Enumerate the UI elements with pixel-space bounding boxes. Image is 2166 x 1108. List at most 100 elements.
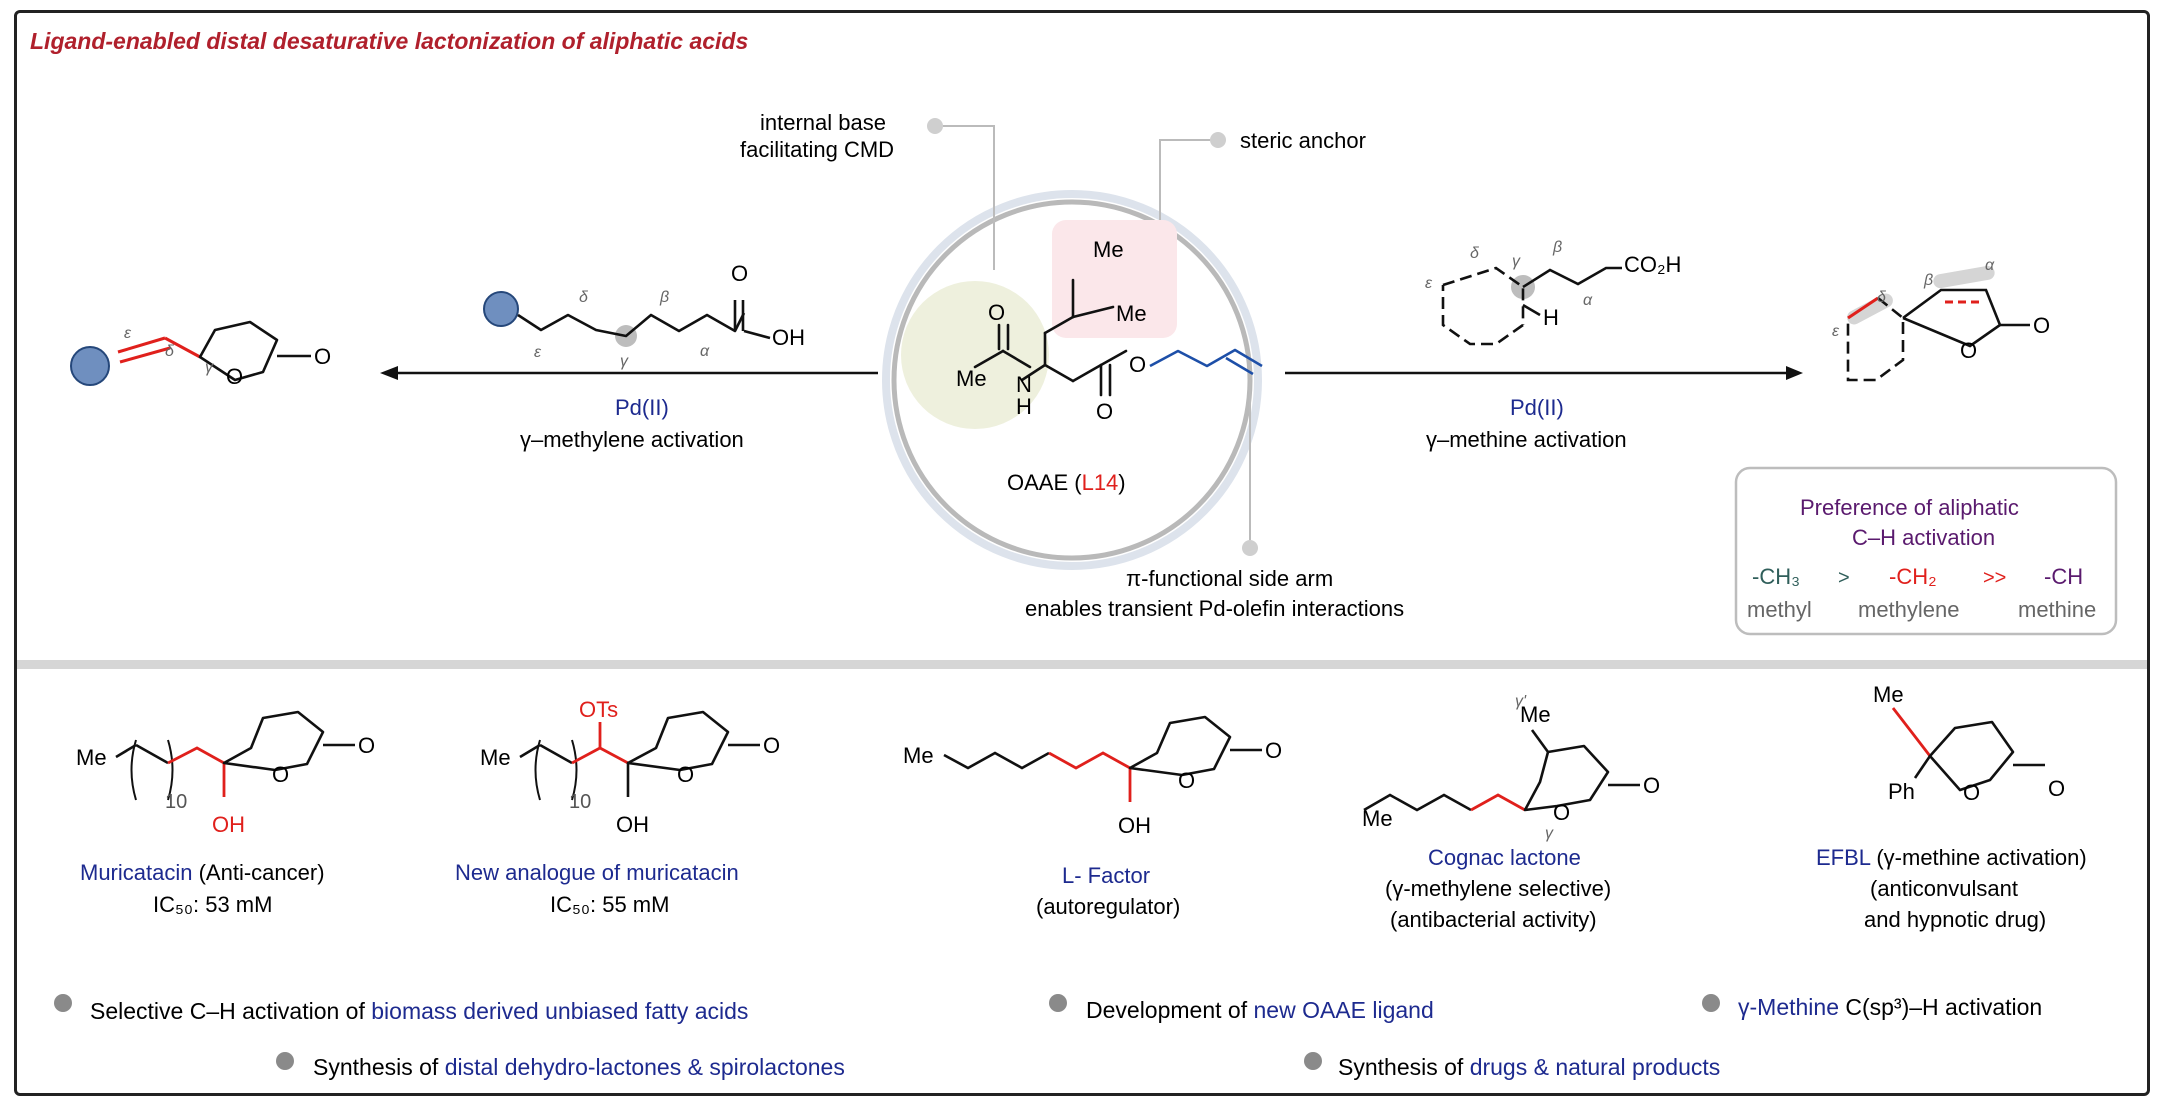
p4-o-ring: O	[1553, 800, 1570, 825]
greek-beta: β	[659, 289, 669, 306]
p3-o-carbonyl: O	[1265, 738, 1282, 763]
amide-n-label: N	[1016, 372, 1032, 397]
p3-o-ring: O	[1178, 768, 1195, 793]
p4-me: Me	[1520, 702, 1551, 727]
left-condition: γ–methylene activation	[520, 427, 744, 452]
chain-alpha: α	[1583, 292, 1593, 309]
callout-dot-arm	[1242, 540, 1258, 556]
acid-o-label: O	[731, 261, 748, 286]
ester-o-link: O	[1129, 352, 1146, 377]
p4-o-carbonyl: O	[1643, 773, 1660, 798]
prod-gamma: γ	[205, 359, 214, 376]
ligand-me-acetyl: Me	[956, 366, 987, 391]
p2-sub: 10	[569, 791, 591, 813]
left-reaction: Pd(II) γ–methylene activation O OH ε δ γ…	[70, 261, 878, 452]
highlight-3: γ-Methine C(sp³)–H activation	[1738, 994, 2042, 1020]
pref-op-2: >>	[1983, 567, 2006, 589]
p5-note-1: (anticonvulsant	[1870, 876, 2018, 901]
highlight-4: Synthesis of distal dehydro-lactones & s…	[313, 1054, 845, 1080]
p3-note: (autoregulator)	[1036, 894, 1180, 919]
bullet-dot	[1702, 994, 1720, 1012]
p1-caption: Muricatacin (Anti-cancer)	[80, 860, 325, 885]
pref-group-methylene: -CH₂	[1889, 564, 1937, 589]
p1-oh: OH	[212, 812, 245, 837]
product-muricatacin: Me 10 O O OH Muricatacin (Anti-cancer) I…	[76, 710, 375, 917]
bullet-dot	[276, 1052, 294, 1070]
section-divider	[17, 660, 2147, 669]
prod-epsilon: ε	[124, 325, 132, 342]
ligand-panel: O Me N H O O Me Me OAAE (L14)	[882, 190, 1263, 570]
p5-note-2: and hypnotic drug)	[1864, 907, 2046, 932]
acid-oh-label: OH	[772, 325, 805, 350]
pref-name-methylene: methylene	[1858, 597, 1960, 622]
p3-me: Me	[903, 743, 934, 768]
spiro-epsilon: ε	[1832, 323, 1840, 340]
lactone-o-ring: O	[226, 364, 243, 389]
greek-delta: δ	[579, 289, 589, 306]
p4-note-2: (antibacterial activity)	[1390, 907, 1597, 932]
methine-h-label: H	[1543, 305, 1559, 330]
figure-frame	[14, 10, 2150, 1096]
callout-dot-base	[927, 118, 943, 134]
pref-name-methyl: methyl	[1747, 597, 1812, 622]
pref-title-1: Preference of aliphatic	[1800, 495, 2019, 520]
bullet-dot	[54, 994, 72, 1012]
ligand-structure	[973, 278, 1128, 397]
substrate-blue-sphere	[483, 291, 519, 327]
ring-gamma: γ	[1512, 253, 1521, 270]
p2-ic50: IC₅₀: 55 mM	[550, 892, 669, 917]
allyl-arm	[1149, 348, 1263, 368]
p5-o-carbonyl: O	[2048, 776, 2065, 801]
allyl-double-bond	[1225, 356, 1254, 376]
p2-ots: OTs	[579, 697, 618, 722]
p1-o-ring: O	[272, 762, 289, 787]
greek-gamma: γ	[620, 353, 629, 370]
p4-me-chain: Me	[1362, 806, 1393, 831]
p3-caption: L- Factor	[1062, 863, 1150, 888]
right-catalyst: Pd(II)	[1510, 395, 1564, 420]
ligand-me-1: Me	[1093, 237, 1124, 262]
highlights: Selective C–H activation of biomass deri…	[54, 994, 2042, 1080]
ring-epsilon: ε	[1425, 275, 1433, 292]
ring-delta: δ	[1470, 245, 1480, 262]
spiro-o-ring: O	[1960, 338, 1977, 363]
chain-beta: β	[1552, 239, 1562, 256]
spiro-delta: δ	[1877, 289, 1887, 306]
preference-box: Preference of aliphatic C–H activation -…	[1734, 466, 2118, 636]
p1-o-carbonyl: O	[358, 733, 375, 758]
p4-caption: Cognac lactone	[1428, 845, 1581, 870]
spiro-o-carbonyl: O	[2033, 313, 2050, 338]
right-reaction: Pd(II) γ–methine activation H CO₂H ε δ γ…	[1285, 239, 2050, 452]
ligand-callouts: internal base facilitating CMD steric an…	[740, 110, 1404, 621]
p1-ic50: IC₅₀: 53 mM	[153, 892, 272, 917]
carbonyl-o-label: O	[988, 300, 1005, 325]
spiro-beta: β	[1923, 272, 1933, 289]
callout-steric: steric anchor	[1240, 128, 1366, 153]
p5-me: Me	[1873, 682, 1904, 707]
callout-base-2: facilitating CMD	[740, 137, 894, 162]
p4-gamma: γ	[1545, 825, 1554, 842]
bullet-dot	[1304, 1052, 1322, 1070]
p2-o-ring: O	[677, 762, 694, 787]
product-cognac-lactone: Me γ' O O γ Me Cognac lactone (γ-methyle…	[1362, 693, 1660, 932]
p2-o-carbonyl: O	[763, 733, 780, 758]
left-arrow-head	[380, 366, 398, 380]
prod-delta: δ	[165, 343, 175, 360]
ester-o-label: O	[1096, 399, 1113, 424]
left-catalyst: Pd(II)	[615, 395, 669, 420]
right-condition: γ–methine activation	[1426, 427, 1627, 452]
p2-oh: OH	[616, 812, 649, 837]
greek-alpha: α	[700, 343, 710, 360]
ligand-me-2: Me	[1116, 301, 1147, 326]
p2-me: Me	[480, 745, 511, 770]
callout-arm-1: π-functional side arm	[1126, 566, 1333, 591]
callout-arm-2: enables transient Pd-olefin interactions	[1025, 596, 1404, 621]
spiro-alpha: α	[1985, 257, 1995, 274]
product-blue-sphere	[70, 346, 110, 386]
p4-gamma-prime: γ'	[1515, 693, 1527, 710]
p5-ph: Ph	[1888, 779, 1915, 804]
callout-base-1: internal base	[760, 110, 886, 135]
pref-op-1: >	[1838, 567, 1850, 589]
pref-name-methine: methine	[2018, 597, 2096, 622]
